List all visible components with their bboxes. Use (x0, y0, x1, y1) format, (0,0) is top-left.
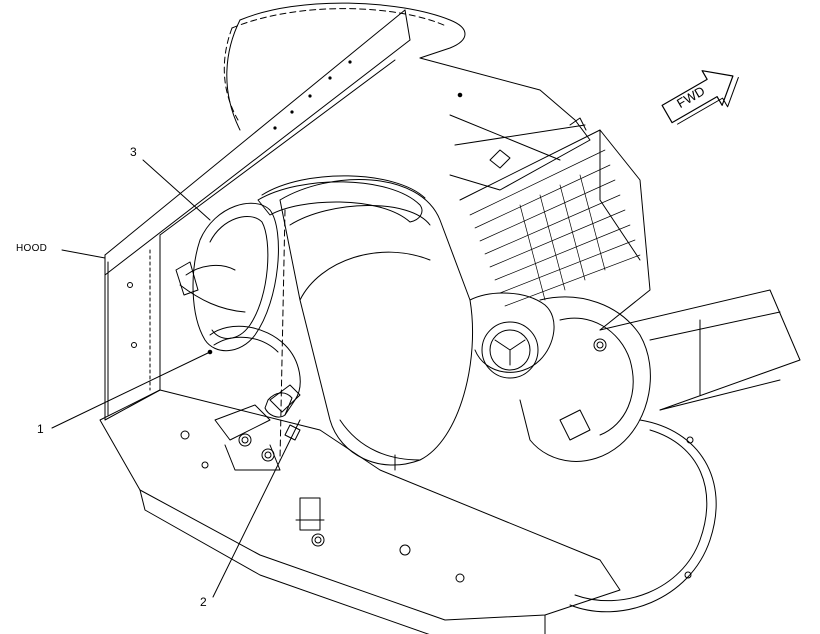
hood-cowl-outline (239, 2, 466, 59)
right-floor-frame (599, 289, 801, 411)
outlet-housing (519, 296, 651, 462)
leader-line-3 (142, 159, 211, 221)
hood-panel (104, 234, 161, 421)
callout-3: 3 (130, 145, 137, 159)
base-platform (99, 389, 621, 621)
hose-fitting (214, 404, 271, 441)
hood-beam (104, 9, 406, 256)
leader-line-2 (212, 419, 301, 598)
leader-line-1 (51, 351, 211, 429)
air-cleaner-canister (279, 179, 473, 466)
label-hood: HOOD (16, 243, 48, 254)
end-cap-cover (192, 202, 279, 352)
leader-line-hood (61, 249, 106, 259)
fwd-direction-arrow (661, 70, 739, 125)
radiator-frame (459, 129, 651, 331)
callout-2: 2 (200, 595, 207, 609)
callout-1: 1 (37, 422, 44, 436)
clamp-band (209, 325, 301, 416)
upper-bracket (419, 57, 591, 191)
hose-loop (569, 419, 717, 613)
canister-flange (257, 181, 423, 223)
outlet-elbow (469, 292, 555, 373)
